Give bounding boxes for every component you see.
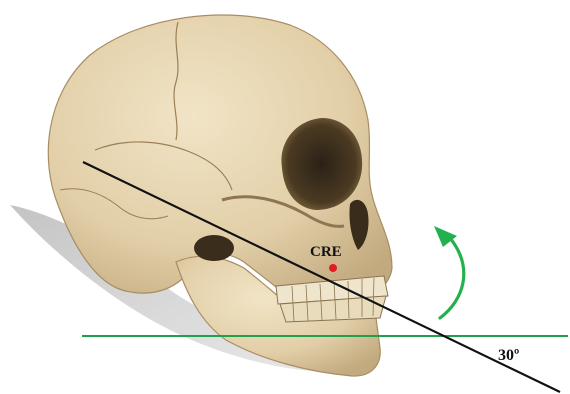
cre-label: CRE: [310, 244, 342, 260]
ear-canal: [194, 235, 234, 261]
angle-label: 30º: [498, 347, 519, 364]
cre-point: [329, 264, 337, 272]
rotation-arrow-icon: [440, 238, 464, 318]
